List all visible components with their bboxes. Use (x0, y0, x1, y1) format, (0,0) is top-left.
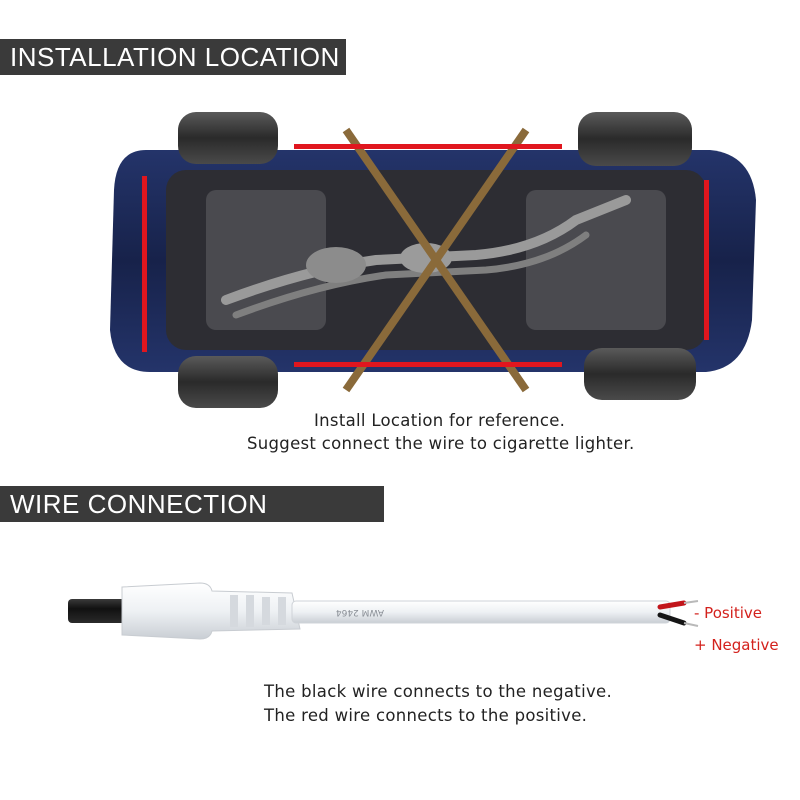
led-strip-bottom (294, 362, 562, 367)
install-caption-line2: Suggest connect the wire to cigarette li… (247, 434, 635, 453)
wire-connection-banner: WIRE CONNECTION (0, 486, 384, 522)
negative-label: + Negative (694, 636, 779, 654)
led-strip-right (704, 180, 709, 340)
tire-front-left (178, 112, 278, 164)
wire-caption-line1: The black wire connects to the negative. (264, 682, 613, 701)
connector-housing (121, 582, 301, 640)
led-strip-top (294, 144, 562, 149)
tire-rear-right (584, 348, 696, 400)
tire-front-right (578, 112, 692, 166)
tire-rear-left (178, 356, 278, 408)
white-cable (291, 600, 671, 624)
led-strip-left (142, 176, 147, 352)
black-wire (657, 612, 687, 626)
cable-marking-text: AWM 2464 (336, 607, 384, 617)
install-caption-line1: Install Location for reference. (314, 411, 566, 430)
barrel-plug (68, 599, 126, 623)
red-wire (657, 600, 687, 610)
positive-label: - Positive (694, 604, 763, 622)
car-underbody-image (110, 112, 756, 408)
wire-caption-line2: The red wire connects to the positive. (264, 706, 588, 725)
dc-connector-image: AWM 2464 (68, 582, 699, 640)
installation-location-banner: INSTALLATION LOCATION (0, 39, 346, 75)
